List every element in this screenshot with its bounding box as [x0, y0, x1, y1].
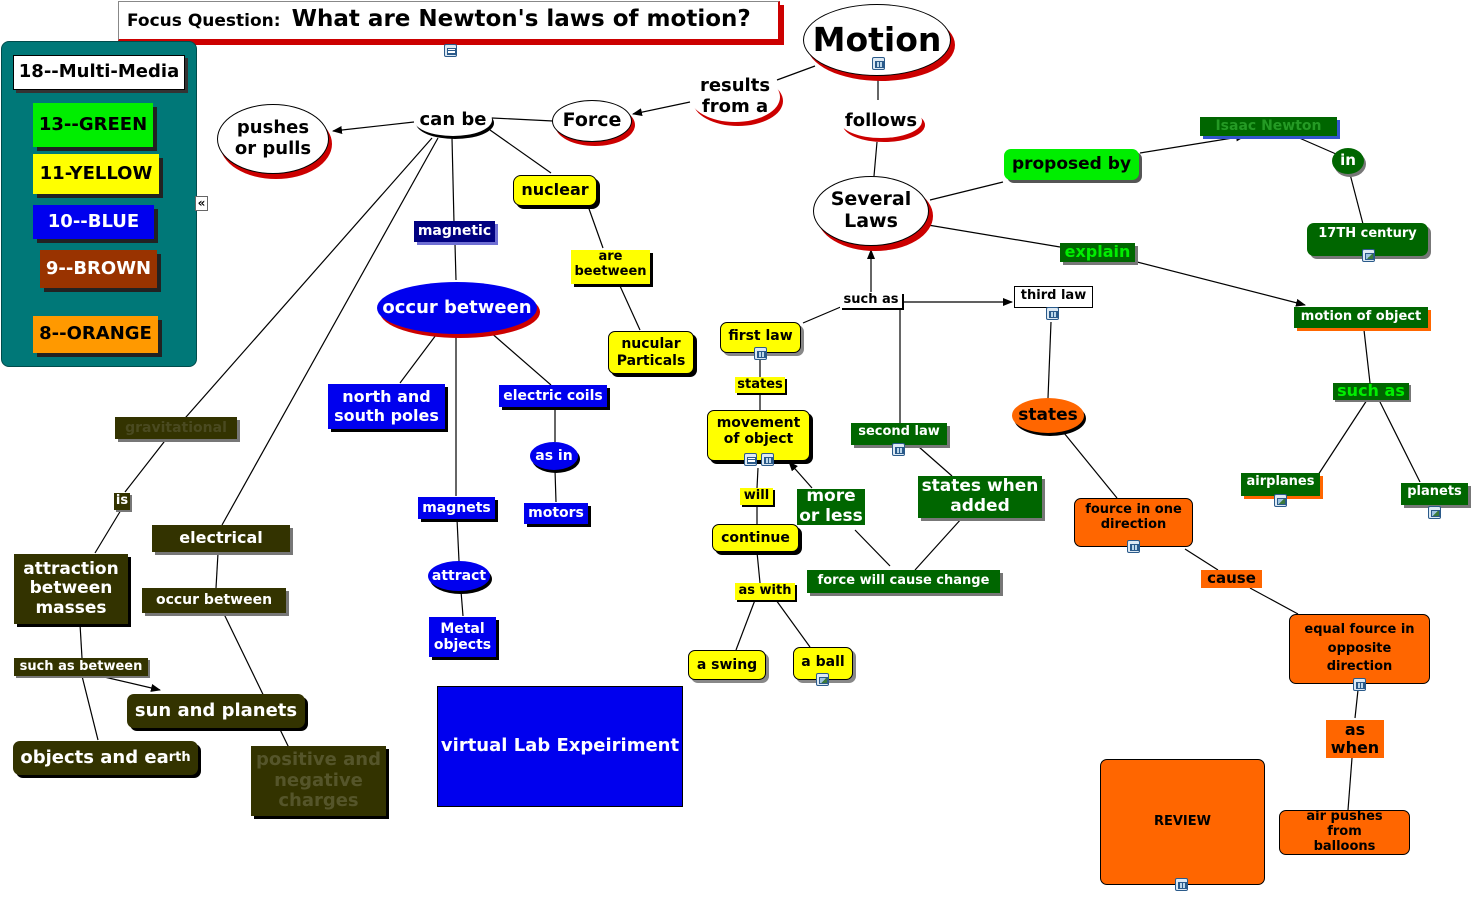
link-explain: explain: [1060, 243, 1135, 262]
virtual-lab-button[interactable]: virtual Lab Expeiriment: [437, 686, 683, 807]
node-a-swing[interactable]: a swing: [688, 650, 766, 680]
image-icon[interactable]: [1362, 249, 1375, 262]
link-such-as-laws: such as: [840, 292, 902, 308]
movie-icon[interactable]: [1353, 678, 1366, 691]
link-such-as-green: such as: [1333, 382, 1409, 400]
node-force-will-cause-change[interactable]: force will cause change: [807, 570, 1000, 593]
legend-panel: [1, 41, 197, 367]
node-electrical[interactable]: electrical: [152, 525, 290, 552]
image-icon[interactable]: [1274, 494, 1287, 507]
objects-and-earth-text-small: rth: [168, 749, 191, 765]
movie-icon[interactable]: [872, 57, 885, 70]
link-more-or-less: more or less: [797, 487, 865, 526]
link-as-with: as with: [735, 583, 795, 600]
link-attract: attract: [428, 561, 490, 591]
image-icon[interactable]: [816, 673, 829, 686]
document-icon[interactable]: [744, 453, 757, 466]
link-gravitational: gravitational: [115, 417, 237, 439]
node-several-laws[interactable]: Several Laws: [813, 176, 929, 246]
node-17th-century[interactable]: 17TH century: [1307, 223, 1428, 256]
node-equal-force[interactable]: equal fource in opposite direction: [1289, 614, 1430, 684]
legend-title: 18--Multi-Media: [13, 55, 185, 90]
node-air-pushes[interactable]: air pushes from balloons: [1279, 809, 1410, 855]
link-states-when-added: states when added: [918, 476, 1042, 518]
node-continue[interactable]: continue: [712, 524, 799, 552]
node-electric-coils[interactable]: electric coils: [499, 385, 607, 407]
node-movement-of-object[interactable]: movement of object: [707, 410, 810, 461]
node-states-orange[interactable]: states: [1012, 398, 1084, 433]
movie-icon[interactable]: [761, 453, 774, 466]
link-are-between: are beetween: [571, 249, 650, 284]
node-second-law[interactable]: second law: [851, 423, 947, 445]
focus-question-box: Focus Question: What are Newton's laws o…: [118, 1, 780, 41]
link-as-in: as in: [530, 442, 578, 470]
node-north-south-poles[interactable]: north and south poles: [328, 384, 445, 429]
legend-item-green[interactable]: 13--GREEN: [33, 103, 153, 147]
node-force-one-direction[interactable]: fource in one direction: [1074, 498, 1193, 547]
link-proposed-by: proposed by: [1004, 149, 1139, 180]
link-as-when: as when: [1326, 720, 1384, 758]
legend-item-brown[interactable]: 9--BROWN: [40, 250, 157, 288]
node-airplanes[interactable]: airplanes: [1241, 473, 1320, 496]
node-force[interactable]: Force: [552, 100, 632, 142]
collapse-icon[interactable]: «: [195, 196, 208, 211]
link-follows: follows: [840, 104, 922, 138]
objects-and-earth-text: objects and ea: [20, 746, 169, 768]
document-icon[interactable]: [444, 44, 457, 57]
node-metal-objects[interactable]: Metal objects: [429, 617, 496, 657]
node-occur-between-blue[interactable]: occur between: [377, 282, 537, 334]
focus-question-label: Focus Question:: [127, 11, 281, 31]
link-will: will: [740, 488, 773, 505]
movie-icon[interactable]: [1046, 307, 1059, 320]
node-pushes-or-pulls[interactable]: pushes or pulls: [217, 104, 329, 174]
node-nuclear[interactable]: nuclear: [513, 175, 597, 206]
node-attraction-between-masses[interactable]: attraction between masses: [14, 554, 128, 624]
legend-item-yellow[interactable]: 11-YELLOW: [33, 154, 159, 194]
image-icon[interactable]: [1428, 506, 1441, 519]
link-states-yellow: states: [735, 377, 785, 393]
movie-icon[interactable]: [1127, 540, 1140, 553]
link-results-from-a: results from a: [690, 72, 780, 122]
node-third-law[interactable]: third law: [1014, 286, 1093, 308]
link-such-as-between: such as between: [14, 658, 148, 676]
movie-icon[interactable]: [892, 443, 905, 456]
node-motors[interactable]: motors: [524, 503, 588, 524]
node-magnets[interactable]: magnets: [418, 497, 495, 519]
legend-item-blue[interactable]: 10--BLUE: [33, 205, 154, 239]
movie-icon[interactable]: [1175, 878, 1188, 891]
focus-question-text: What are Newton's laws of motion?: [291, 6, 751, 32]
node-positive-negative-charges[interactable]: positive and negative charges: [251, 746, 386, 816]
legend-item-orange[interactable]: 8--ORANGE: [33, 316, 158, 353]
node-sun-and-planets[interactable]: sun and planets: [127, 694, 305, 728]
node-motion-of-object[interactable]: motion of object: [1294, 307, 1428, 328]
link-is: is: [114, 493, 130, 510]
link-magnetic: magnetic: [414, 221, 495, 242]
link-cause: cause: [1201, 570, 1262, 588]
link-occur-between-brown: occur between: [142, 588, 286, 613]
link-can-be: can be: [414, 104, 492, 136]
link-in: in: [1332, 148, 1364, 174]
node-planets[interactable]: planets: [1401, 483, 1468, 505]
node-nuclear-particles[interactable]: nucular Particals: [608, 331, 694, 374]
node-isaac-newton[interactable]: Isaac Newton: [1200, 117, 1337, 136]
movie-icon[interactable]: [754, 347, 767, 360]
review-button[interactable]: REVIEW: [1100, 759, 1265, 885]
